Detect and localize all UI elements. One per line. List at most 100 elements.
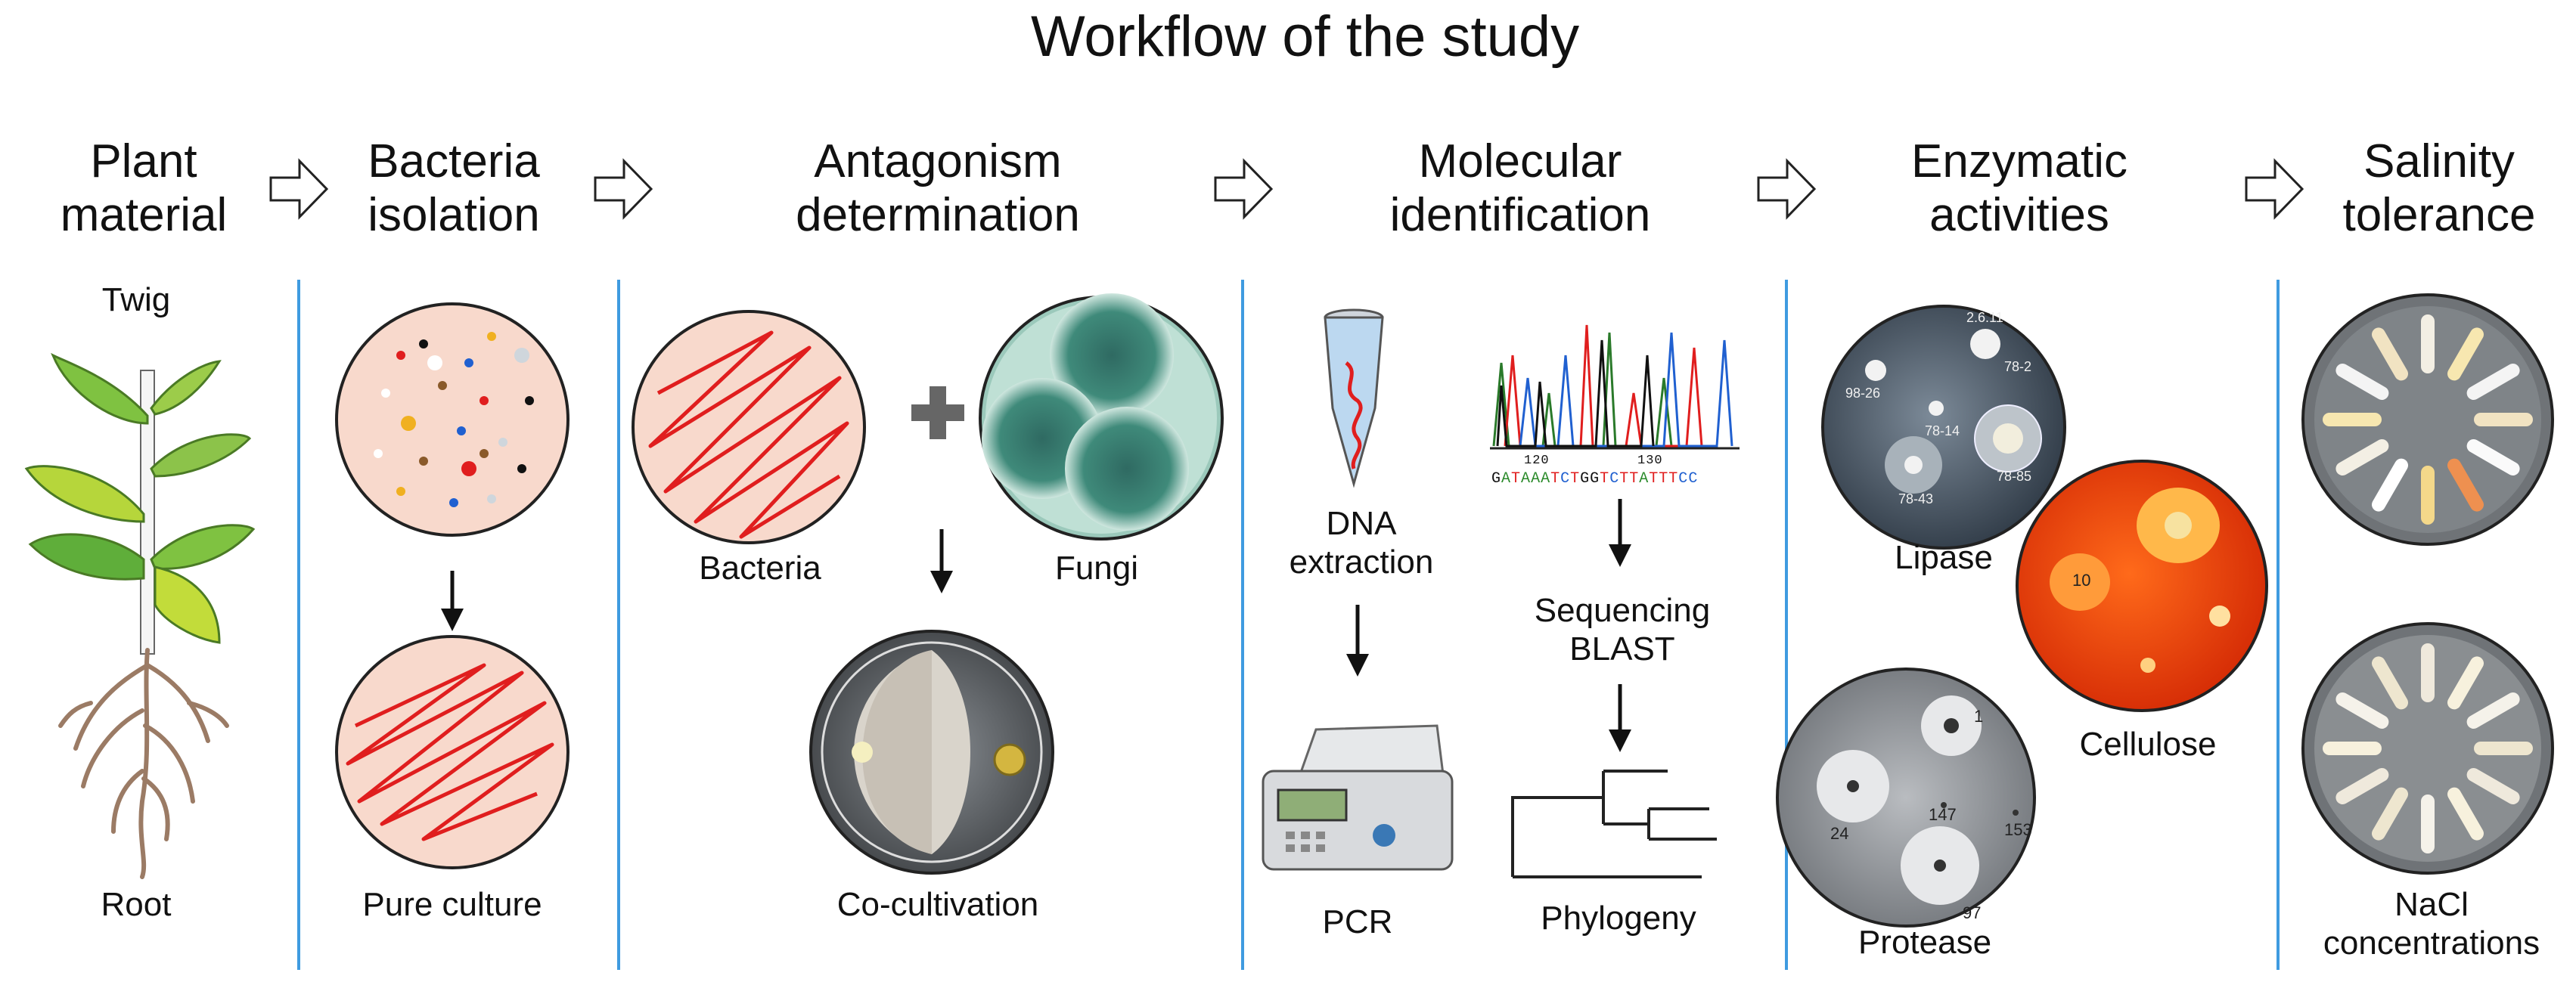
dna-line1: DNA bbox=[1326, 505, 1397, 542]
colony bbox=[525, 396, 534, 405]
root-label: Root bbox=[101, 886, 172, 923]
plant-illustration bbox=[24, 352, 256, 879]
step-line2: identification bbox=[1389, 189, 1651, 242]
salinity-plate-bottom bbox=[2301, 622, 2554, 875]
colony bbox=[419, 339, 428, 348]
bacteria-label: Bacteria bbox=[699, 550, 821, 587]
microtube-icon bbox=[1324, 308, 1384, 488]
fungi-plate bbox=[979, 293, 1224, 541]
step-plant-material: Plant material bbox=[15, 135, 272, 243]
protease-mark-1: 1 bbox=[1974, 707, 1984, 726]
colony bbox=[381, 389, 390, 398]
protease-mark-5: 97 bbox=[1963, 903, 1982, 922]
sequence-base: A bbox=[1521, 470, 1532, 488]
step-line1: Enzymatic bbox=[1911, 135, 2128, 187]
sequence-letters: GATAAATCTGGTCTTATTTCC bbox=[1491, 470, 1698, 488]
thermocycler-icon bbox=[1262, 724, 1454, 871]
protease-mark-2: 147 bbox=[1929, 805, 1957, 824]
isolation-plate-colonies bbox=[335, 302, 570, 537]
dna-sequence: GATAAATCTGGTCTTATTTCC bbox=[1491, 470, 1698, 488]
sequence-base: C bbox=[1560, 470, 1571, 488]
colony bbox=[480, 449, 489, 458]
bacterial-streak bbox=[2466, 364, 2520, 400]
fungi-label: Fungi bbox=[1054, 550, 1139, 587]
lipase-mark-6: 78-43 bbox=[1898, 491, 1934, 506]
step-line1: Molecular bbox=[1418, 135, 1622, 187]
plus-icon bbox=[911, 386, 964, 439]
column-dividers bbox=[297, 280, 2280, 970]
sequence-base: C bbox=[1688, 470, 1699, 488]
diagram-title: Workflow of the study bbox=[1031, 5, 1580, 69]
step-line2: activities bbox=[1929, 189, 2109, 242]
protease-mark-3: 153 bbox=[2004, 820, 2032, 839]
step-antagonism-determination: Antagonism determination bbox=[749, 135, 1127, 243]
pcr-label: PCR bbox=[1322, 903, 1393, 940]
sequence-base: A bbox=[1541, 470, 1551, 488]
sequence-base: T bbox=[1649, 470, 1659, 488]
sequence-base: T bbox=[1668, 470, 1679, 488]
dna-line2: extraction bbox=[1289, 543, 1434, 581]
chromatogram-tick-130: 130 bbox=[1637, 454, 1663, 468]
nacl-line2: concentrations bbox=[2323, 924, 2540, 962]
bacterial-streak bbox=[2372, 327, 2408, 381]
step-line2: determination bbox=[796, 189, 1080, 242]
step-line1: Plant bbox=[90, 135, 197, 187]
step-enzymatic-activities: Enzymatic activities bbox=[1861, 135, 2178, 243]
cellulose-mark-1: 10 bbox=[2072, 571, 2091, 590]
sequence-base: T bbox=[1570, 470, 1581, 488]
sequence-base: A bbox=[1639, 470, 1650, 488]
bacterial-streak bbox=[2335, 439, 2389, 475]
lipase-mark-4: 78-14 bbox=[1925, 423, 1960, 438]
cellulose-label: Cellulose bbox=[2079, 726, 2217, 763]
sequence-base: T bbox=[1550, 470, 1561, 488]
bacterial-streak bbox=[2372, 656, 2408, 710]
step-salinity-tolerance: Salinity tolerance bbox=[2314, 135, 2564, 243]
sequence-base: T bbox=[1619, 470, 1630, 488]
sequence-base: G bbox=[1590, 470, 1600, 488]
bacterial-streak bbox=[2447, 327, 2484, 381]
sequence-base: A bbox=[1501, 470, 1512, 488]
pure-culture-label: Pure culture bbox=[362, 886, 542, 923]
lipase-mark-2: 78-2 bbox=[2004, 359, 2032, 374]
phylogeny-tree bbox=[1511, 770, 1717, 878]
sequence-base: G bbox=[1491, 470, 1502, 488]
colony bbox=[487, 332, 496, 341]
salinity-plate-top bbox=[2301, 293, 2554, 546]
chromatogram bbox=[1490, 324, 1740, 450]
bacterial-streak bbox=[2335, 364, 2389, 400]
seq-line1: Sequencing bbox=[1534, 592, 1711, 629]
protease-mark-4: 24 bbox=[1830, 824, 1849, 843]
protease-label: Protease bbox=[1858, 924, 1992, 961]
colony bbox=[401, 416, 416, 431]
colony bbox=[514, 348, 529, 363]
phylogeny-label: Phylogeny bbox=[1541, 900, 1696, 937]
lipase-plate bbox=[1821, 305, 2066, 550]
chromatogram-tick-120: 120 bbox=[1524, 454, 1550, 468]
sequencing-blast-label: Sequencing BLAST bbox=[1501, 592, 1743, 668]
nacl-concentrations-label: NaCl concentrations bbox=[2311, 886, 2553, 962]
colony bbox=[517, 464, 526, 473]
seq-line2: BLAST bbox=[1569, 630, 1675, 668]
step-line1: Bacteria bbox=[368, 135, 540, 187]
bacterial-streak bbox=[2447, 656, 2484, 710]
lipase-mark-1: 2.6.11 bbox=[1966, 310, 2003, 325]
bacterial-streak bbox=[2372, 458, 2408, 512]
colony bbox=[457, 426, 466, 435]
sequence-base: T bbox=[1600, 470, 1610, 488]
colony bbox=[480, 396, 489, 405]
lipase-mark-3: 98-26 bbox=[1845, 386, 1881, 401]
sequence-base: C bbox=[1609, 470, 1620, 488]
step-line1: Antagonism bbox=[814, 135, 1062, 187]
sequence-base: T bbox=[1629, 470, 1640, 488]
bacterial-streak bbox=[2466, 768, 2520, 804]
sequence-base: T bbox=[1511, 470, 1522, 488]
protease-plate bbox=[1776, 668, 2036, 928]
sequence-base: G bbox=[1580, 470, 1591, 488]
twig-label: Twig bbox=[101, 281, 171, 318]
colony bbox=[449, 498, 458, 507]
colony bbox=[419, 457, 428, 466]
bacteria-streak-plate bbox=[632, 310, 866, 544]
colony bbox=[374, 449, 383, 458]
